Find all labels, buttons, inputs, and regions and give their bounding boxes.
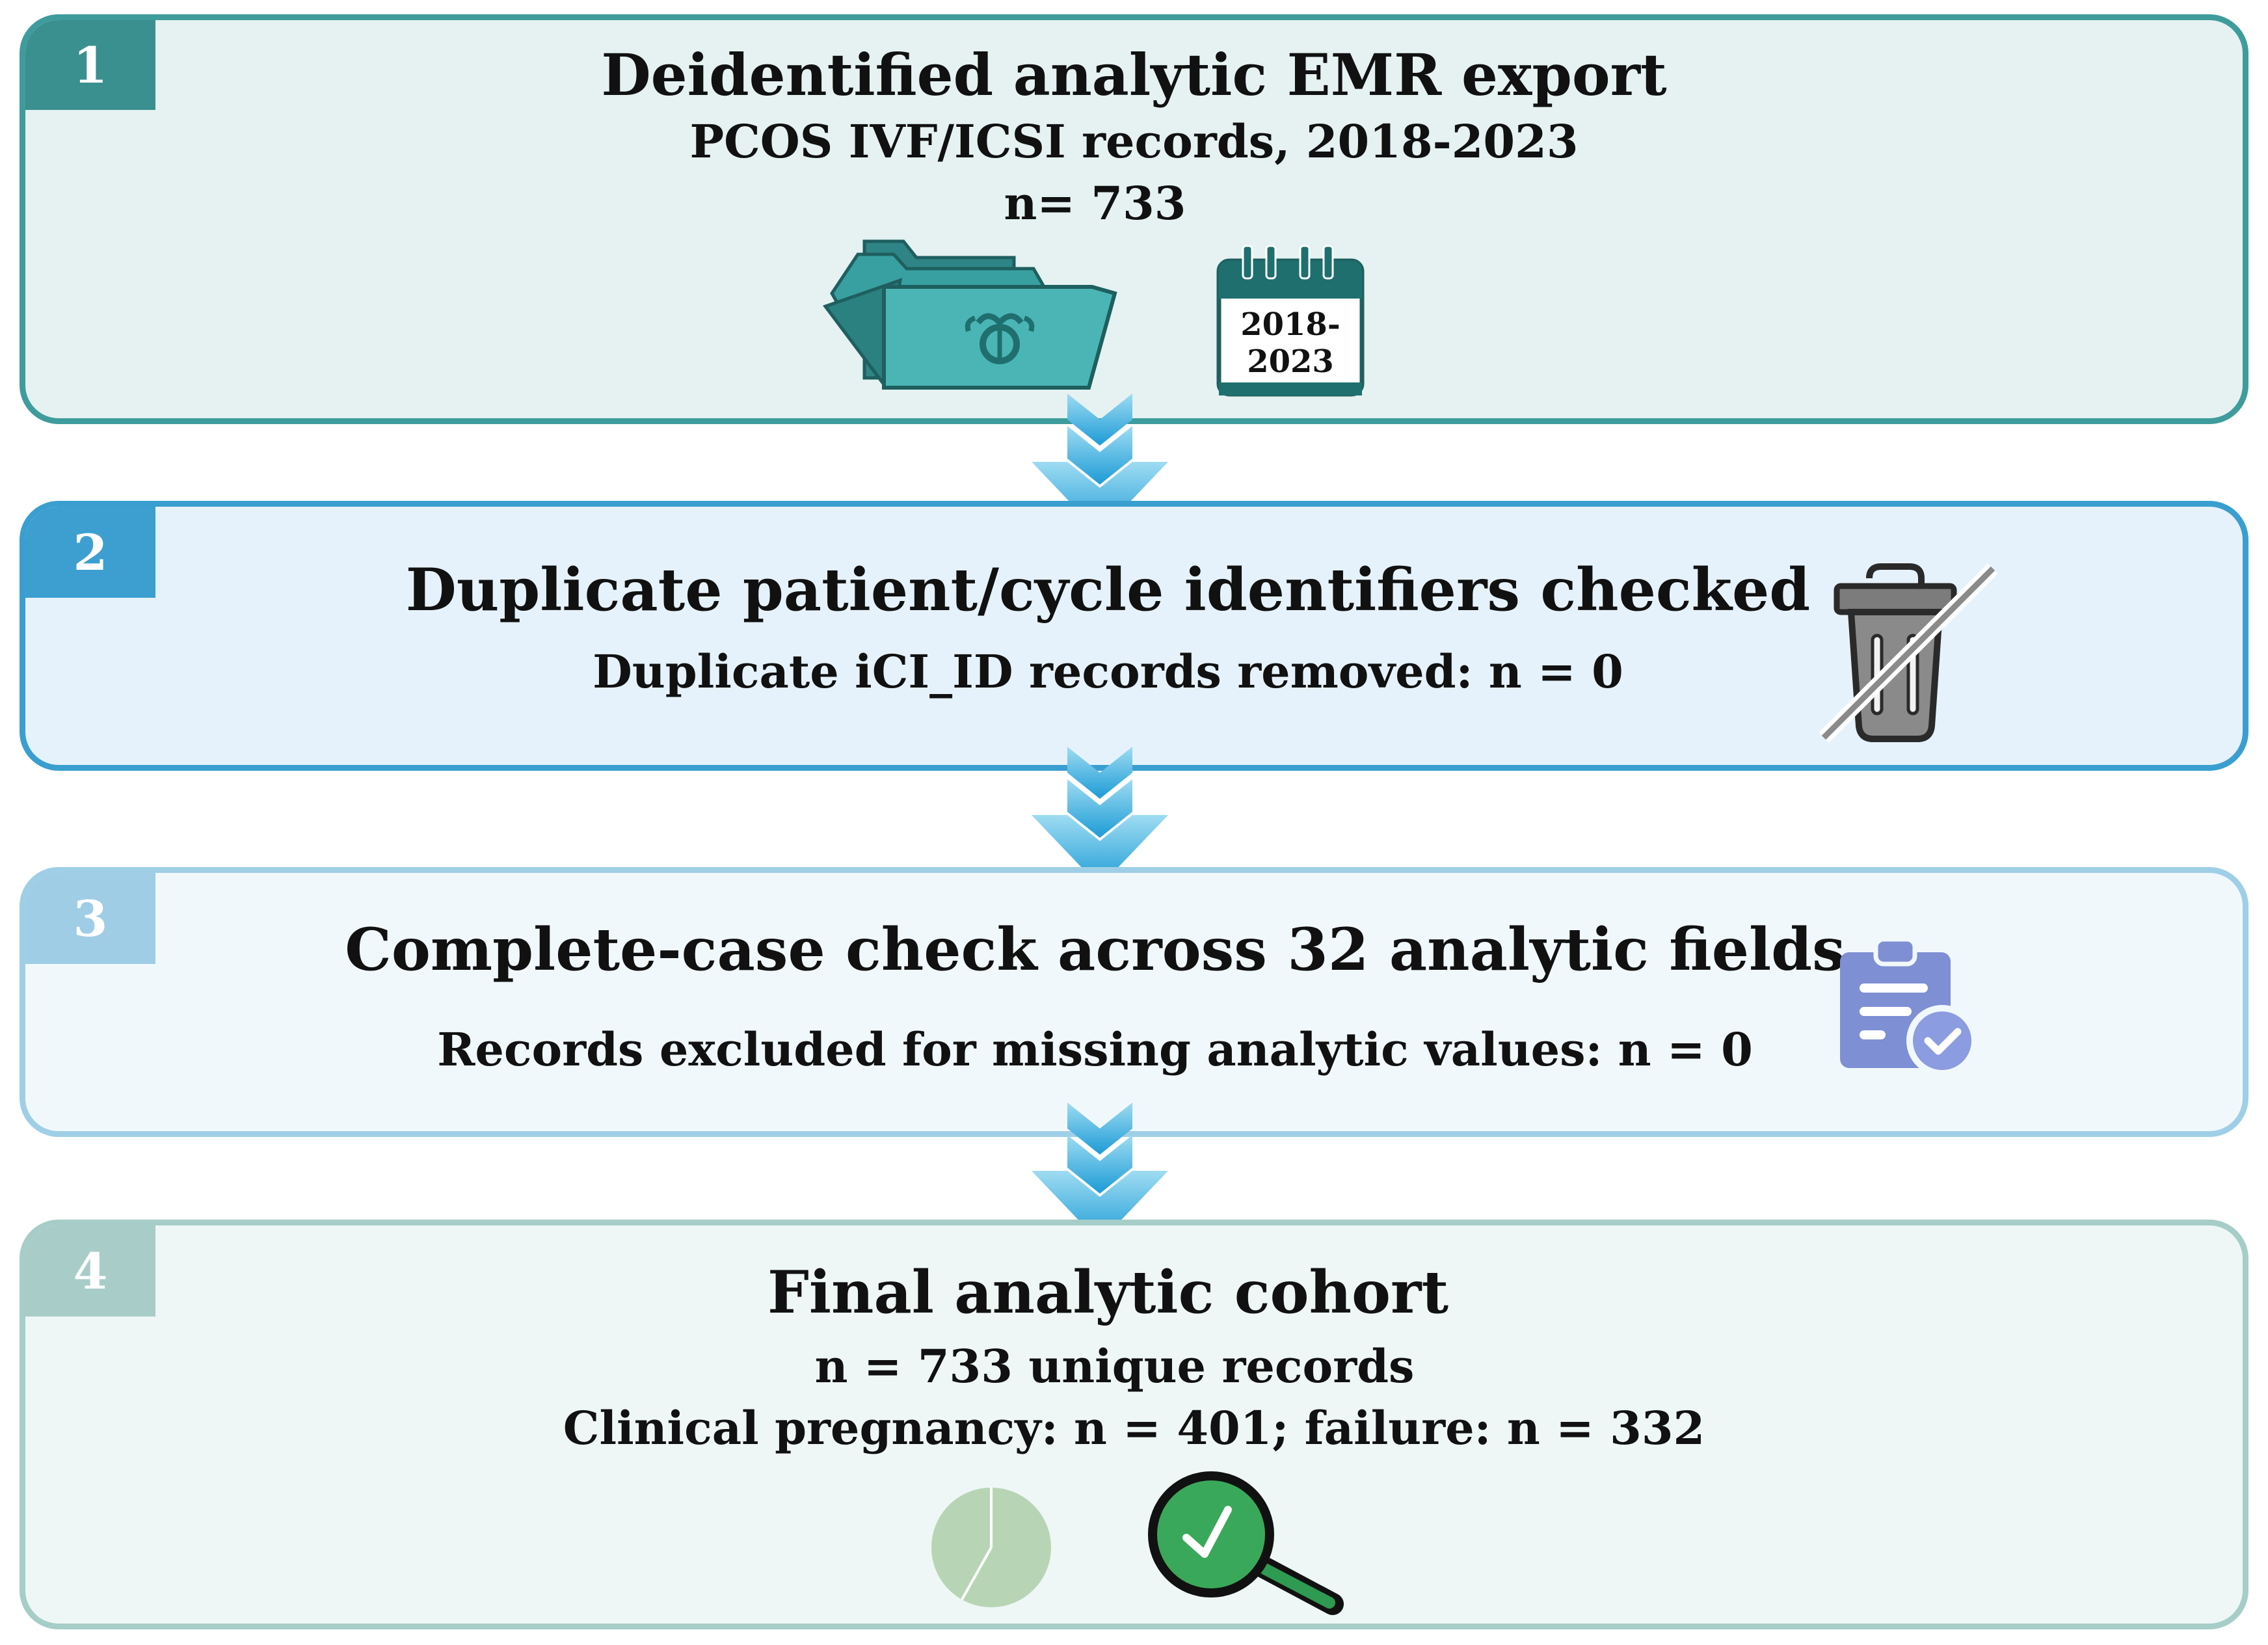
flow-arrow-1 <box>1032 394 1168 537</box>
step-4-title: Final analytic cohort <box>767 1258 1449 1327</box>
step-3-line1: Records excluded for missing analytic va… <box>437 1023 1753 1077</box>
step-1-badge: 1 <box>25 20 155 110</box>
calendar-year-start: 2018- <box>1240 306 1341 343</box>
step-1-line1: PCOS IVF/ICSI records, 2018-2023 <box>689 114 1579 168</box>
step-4-badge: 4 <box>25 1225 155 1317</box>
step-1-box: 1 Deidentified analytic EMR export PCOS … <box>20 14 2248 424</box>
pie-chart-icon <box>926 1482 1056 1612</box>
step-2-box: 2 Duplicate patient/cycle identifiers ch… <box>20 501 2248 771</box>
step-2-line1: Duplicate iCI_ID records removed: n = 0 <box>593 645 1623 699</box>
calendar-year-end: 2023 <box>1247 343 1334 380</box>
flow-arrow-2 <box>1032 747 1168 890</box>
step-3-title: Complete-case check across 32 analytic f… <box>345 915 1845 984</box>
step-2-badge: 2 <box>25 507 155 598</box>
step-4-line2: Clinical pregnancy: n = 401; failure: n … <box>563 1401 1705 1455</box>
flow-arrow-3 <box>1032 1103 1168 1246</box>
folder-icon <box>819 228 1125 404</box>
step-1-title: Deidentified analytic EMR export <box>601 41 1667 109</box>
trash-crossed-icon <box>1811 559 2006 747</box>
step-4-line1: n = 733 unique records <box>814 1339 1415 1393</box>
step-1-line2: n= 733 <box>1004 176 1186 230</box>
magnifier-check-icon <box>1141 1466 1349 1622</box>
calendar-icon: 2018- 2023 <box>1216 245 1365 401</box>
step-4-box: 4 Final analytic cohort n = 733 unique r… <box>20 1220 2248 1629</box>
step-3-badge: 3 <box>25 873 155 964</box>
clipboard-check-icon <box>1830 938 1986 1075</box>
step-3-box: 3 Complete-case check across 32 analytic… <box>20 867 2248 1137</box>
step-2-title: Duplicate patient/cycle identifiers chec… <box>405 555 1811 624</box>
